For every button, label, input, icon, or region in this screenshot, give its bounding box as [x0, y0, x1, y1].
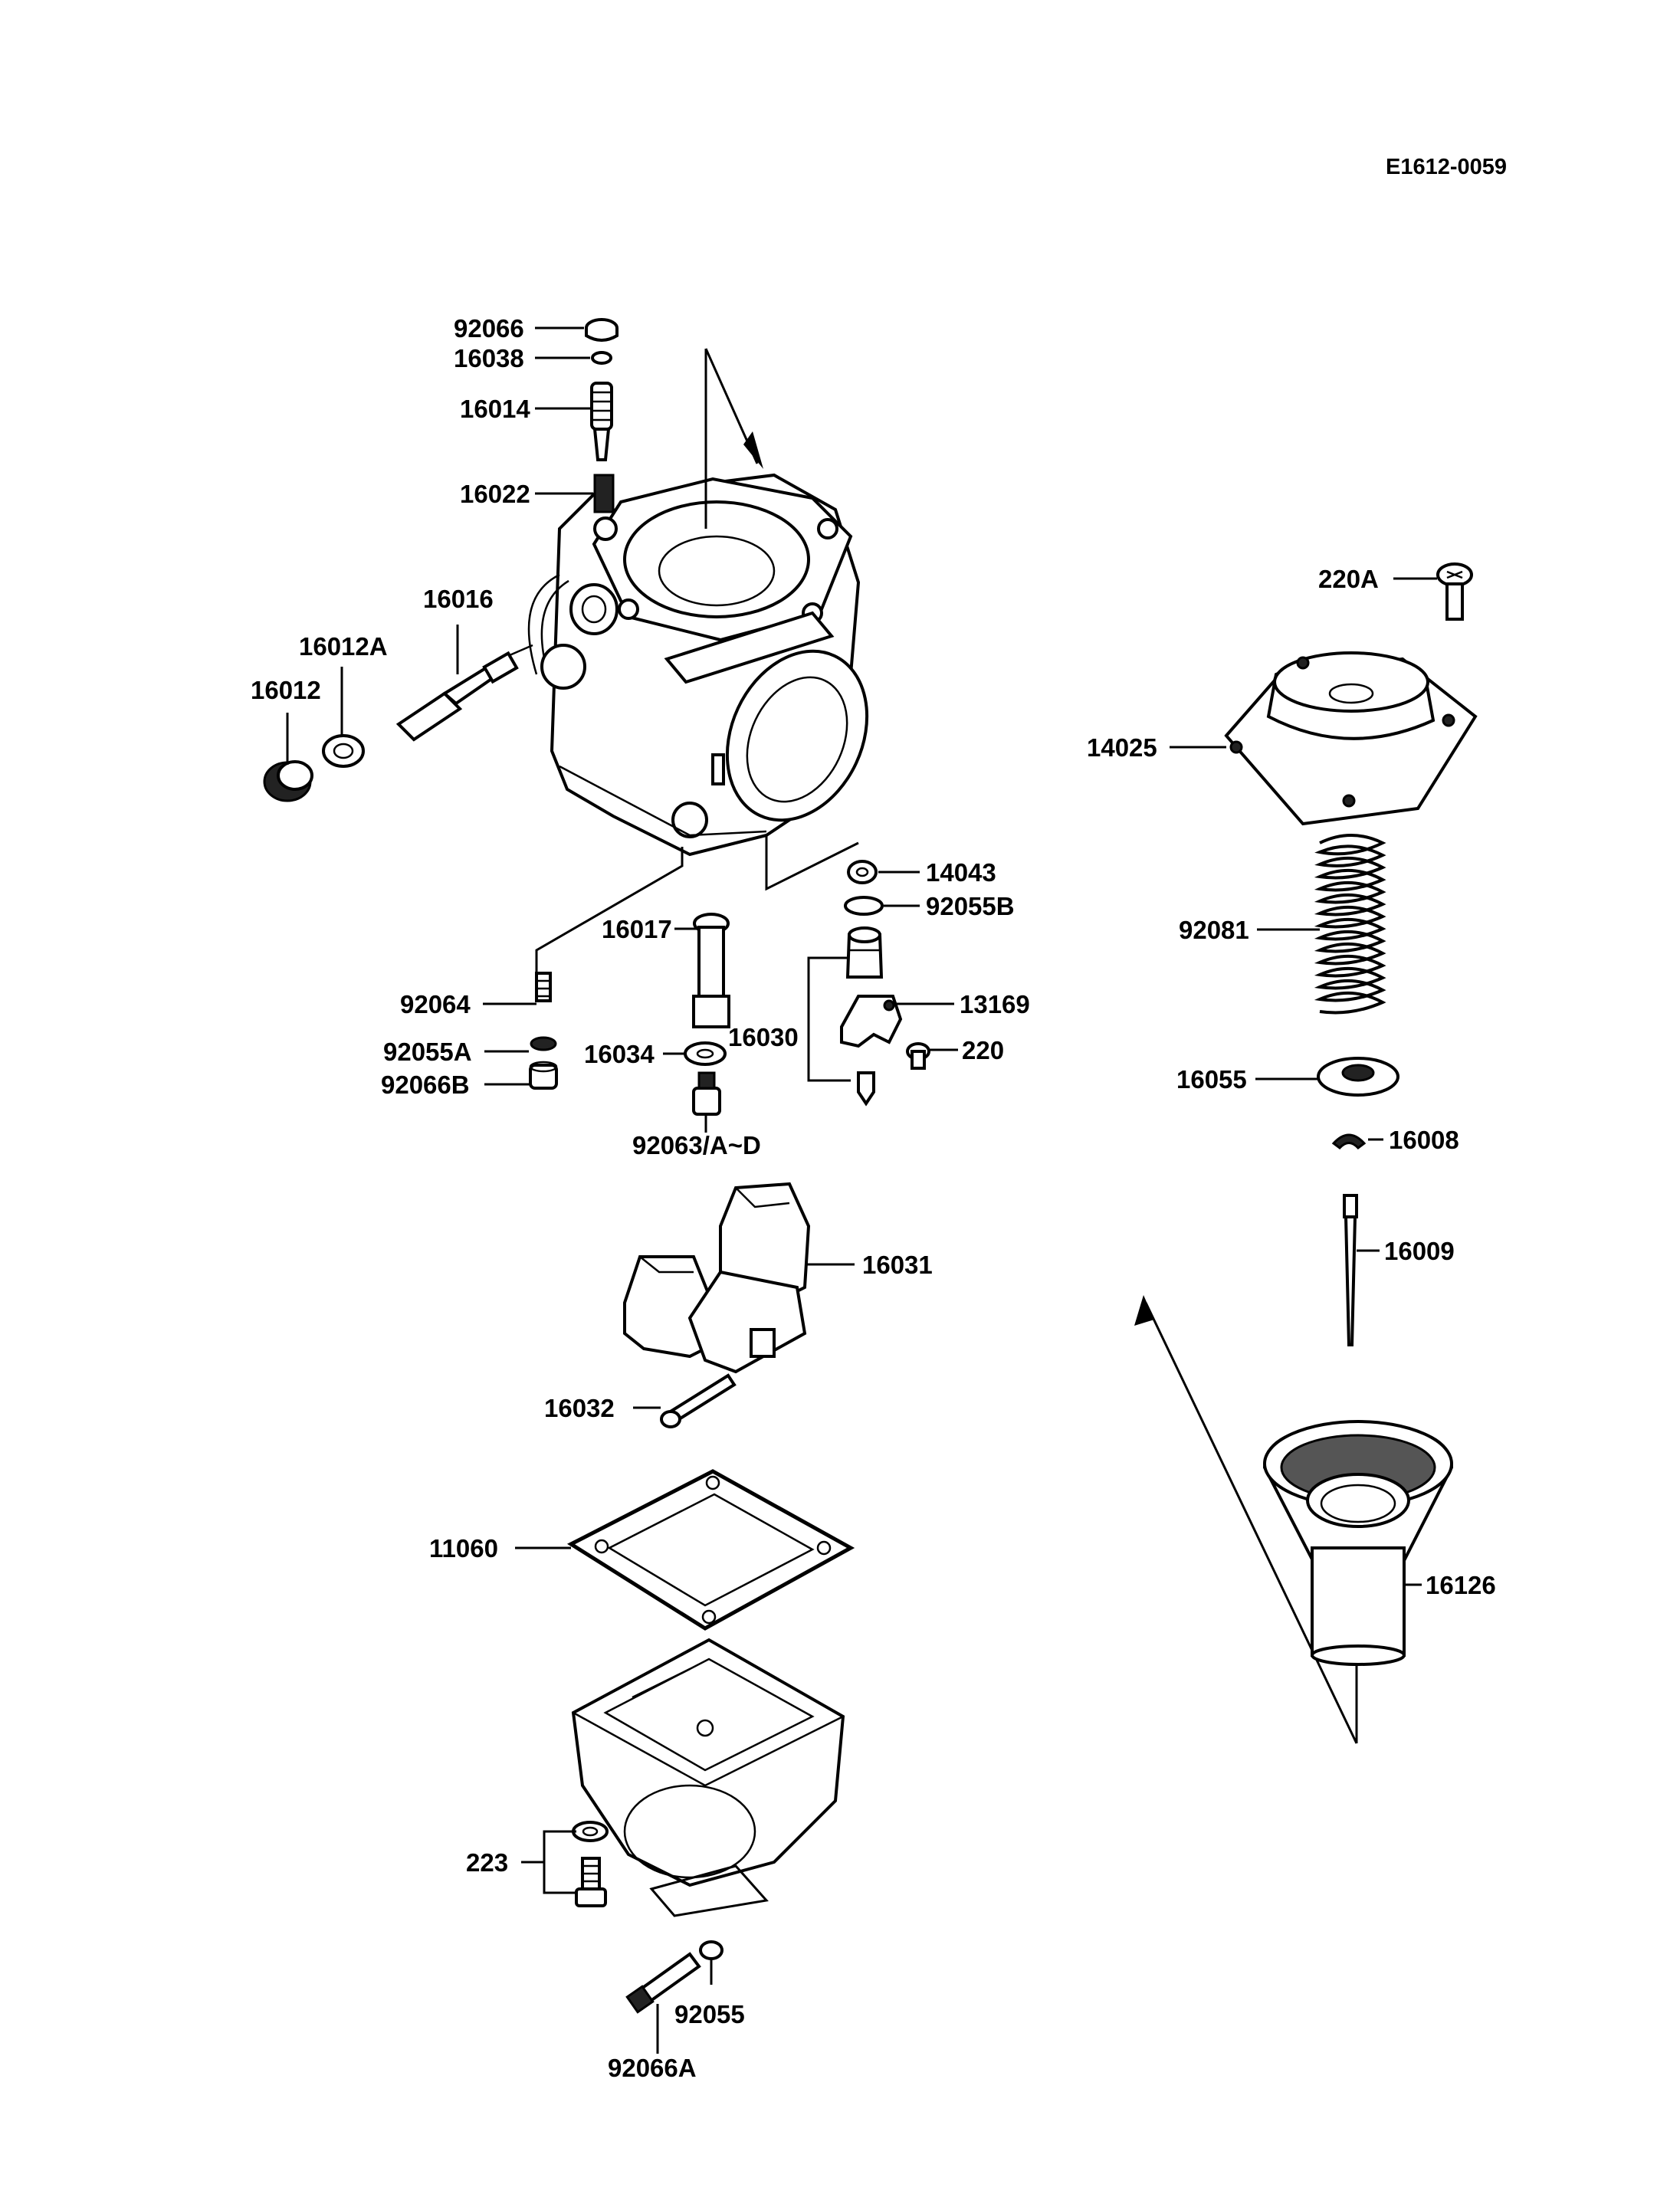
gasket-11060	[566, 1469, 855, 1631]
label-92066A: 92066A	[608, 2054, 697, 2082]
label-16032: 16032	[544, 1394, 615, 1422]
arrow-head-icon	[743, 431, 763, 469]
label-92063-A-D: 92063/A~D	[632, 1131, 761, 1159]
jet-holder-16017	[692, 913, 730, 1028]
label-13169: 13169	[960, 990, 1030, 1018]
bracket-line	[543, 1830, 576, 1894]
needle-valve	[857, 1071, 875, 1107]
screw-16014	[590, 382, 613, 461]
spring-16022	[593, 474, 615, 513]
label-16008: 16008	[1389, 1126, 1459, 1154]
throttle-stop-16016	[395, 644, 533, 742]
drawing-code: E1612-0059	[1386, 155, 1507, 179]
seat-16055	[1317, 1057, 1399, 1097]
washer-223	[572, 1821, 609, 1842]
label-16034: 16034	[584, 1040, 655, 1068]
plug-92066B	[529, 1061, 558, 1090]
spring-92081	[1314, 834, 1386, 1019]
bracket-line	[807, 956, 851, 1082]
label-16030: 16030	[728, 1023, 799, 1051]
carburetor-body	[527, 473, 869, 857]
label-16017: 16017	[602, 915, 672, 943]
part-labels: 92066 16038 16014 16022 16016 16012A 160…	[251, 314, 1496, 2082]
leader-line	[535, 847, 684, 973]
label-223: 223	[466, 1848, 508, 1877]
float-bowl	[571, 1638, 845, 1887]
diaphragm-piston-16126	[1262, 1420, 1454, 1666]
float-16031	[623, 1182, 811, 1374]
label-16038: 16038	[454, 344, 524, 372]
float-valve-16030	[845, 926, 884, 979]
label-92055A: 92055A	[383, 1038, 472, 1066]
o-ring-92055A	[530, 1036, 557, 1051]
label-16009: 16009	[1384, 1237, 1455, 1265]
label-92055B: 92055B	[926, 892, 1015, 920]
label-16012A: 16012A	[299, 632, 388, 661]
main-jet-92063	[692, 1071, 721, 1116]
o-ring-16038	[591, 351, 612, 365]
screw-220A	[1436, 562, 1473, 621]
label-16031: 16031	[862, 1251, 933, 1279]
o-ring-92055B	[844, 896, 884, 916]
drain-screw-92066A	[625, 1952, 701, 2014]
label-16022: 16022	[460, 480, 530, 508]
label-14043: 14043	[926, 858, 996, 887]
knob-16012	[263, 760, 313, 802]
label-16014: 16014	[460, 395, 530, 423]
assembly-guide-line	[1144, 1302, 1358, 1744]
screw-220	[906, 1042, 930, 1070]
leader-line	[765, 835, 859, 891]
label-92055: 92055	[674, 2000, 745, 2028]
label-92081: 92081	[1179, 916, 1249, 944]
nut-14043	[847, 860, 878, 884]
label-11060: 11060	[429, 1534, 498, 1562]
label-220A: 220A	[1318, 565, 1379, 593]
label-92066: 92066	[454, 314, 524, 343]
clip-16008	[1331, 1133, 1367, 1150]
cap-92066	[585, 318, 619, 342]
label-16055: 16055	[1176, 1065, 1247, 1094]
label-16016: 16016	[423, 585, 494, 613]
needle-16009	[1343, 1194, 1358, 1346]
o-ring-92055	[699, 1940, 724, 1960]
cover-14025	[1224, 651, 1478, 826]
jet-92064	[535, 972, 552, 1002]
washer-16034	[684, 1041, 727, 1066]
bolt-223	[575, 1857, 607, 1907]
label-220: 220	[962, 1036, 1004, 1064]
label-92066B: 92066B	[381, 1071, 470, 1099]
label-92064: 92064	[400, 990, 471, 1018]
pin-16032	[660, 1373, 737, 1428]
bracket-line	[649, 1864, 769, 1917]
arrow-head-icon	[1134, 1295, 1154, 1326]
leader-lines	[286, 326, 1437, 2054]
nut-16012A	[322, 734, 365, 768]
label-14025: 14025	[1087, 733, 1157, 762]
label-16126: 16126	[1426, 1571, 1496, 1599]
label-16012: 16012	[251, 676, 321, 704]
clip-13169	[840, 995, 903, 1048]
